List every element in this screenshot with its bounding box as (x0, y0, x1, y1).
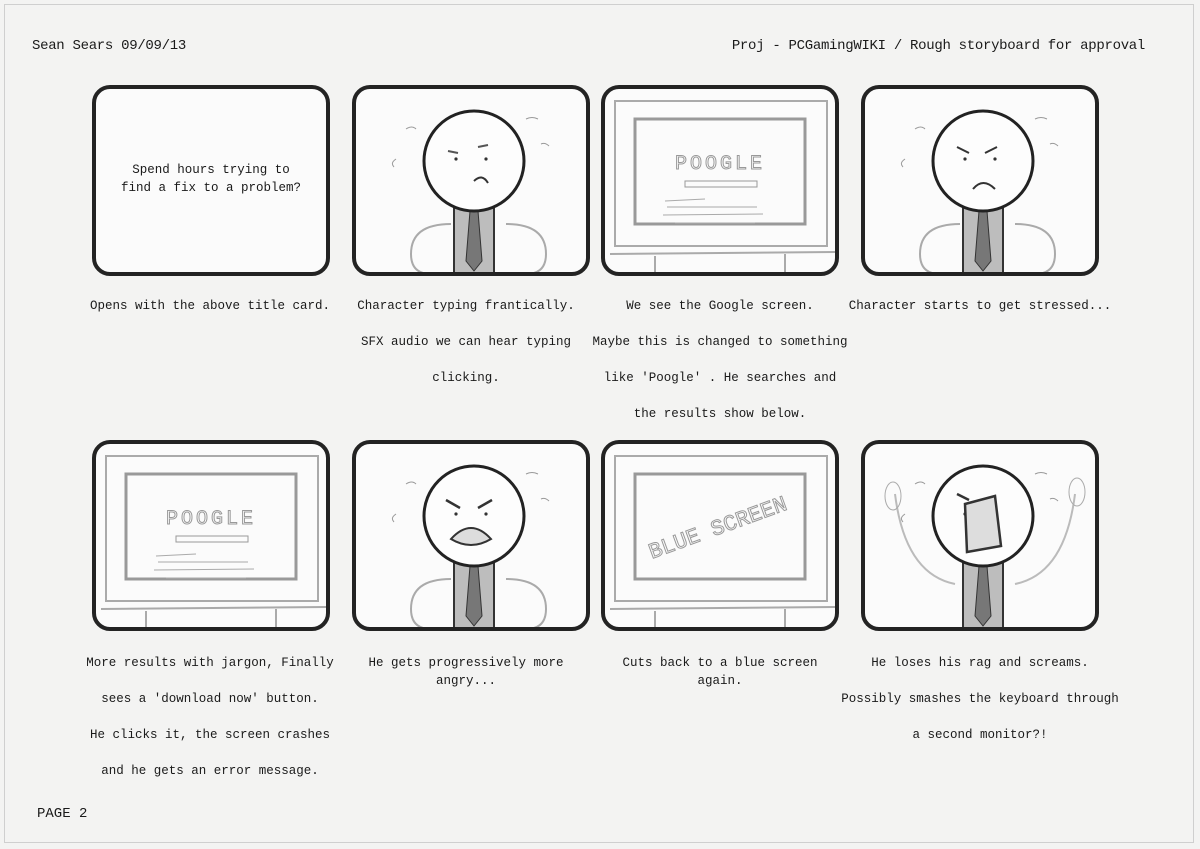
caption-line: like 'Poogle' . He searches and (603, 371, 837, 385)
caption-line: He gets progressively more (368, 656, 564, 670)
character-sketch (884, 464, 1086, 627)
caption-line: sees a 'download now' button. (101, 692, 319, 706)
storyboard-panel-6 (352, 440, 590, 631)
storyboard-panel-3: POOGLE (601, 85, 839, 276)
caption-line: SFX audio we can hear typing (360, 335, 572, 349)
screen-text: POOGLE (675, 153, 765, 176)
title-line: Spend hours trying to (132, 163, 290, 177)
panel-caption: We see the Google screen. Maybe this is c… (580, 297, 860, 441)
character-sketch (391, 109, 550, 272)
caption-line: again. (697, 674, 743, 688)
caption-line: He loses his rag and screams. (871, 656, 1089, 670)
author-date: Sean Sears 09/09/13 (32, 38, 186, 54)
caption-line: a second monitor?! (912, 728, 1048, 742)
title-card-text: Spend hours trying to find a fix to a pro… (96, 161, 326, 197)
storyboard-panel-8 (861, 440, 1099, 631)
caption-line: He clicks it, the screen crashes (89, 728, 331, 742)
page-frame (4, 4, 1194, 843)
project-title: Proj - PCGamingWIKI / Rough storyboard f… (731, 38, 1145, 54)
caption-line: We see the Google screen. (626, 299, 814, 313)
caption-line: More results with jargon, Finally (86, 656, 334, 670)
storyboard-panel-5: POOGLE (92, 440, 330, 631)
panel-caption: Character typing frantically. SFX audio w… (326, 297, 606, 405)
panel-caption: More results with jargon, Finally sees a … (70, 654, 350, 798)
caption-line: clicking. (432, 371, 500, 385)
panel-caption: Opens with the above title card. (70, 297, 350, 333)
storyboard-panel-4 (861, 85, 1099, 276)
panel-caption: He gets progressively more angry... (326, 654, 606, 690)
monitor-sketch: POOGLE (100, 455, 326, 627)
caption-line: Maybe this is changed to something (592, 335, 848, 349)
caption-line: Character starts to get stressed... (848, 299, 1112, 313)
monitor-sketch: POOGLE (609, 100, 835, 272)
screen-text: POOGLE (166, 508, 256, 531)
panel-caption: Character starts to get stressed... (840, 297, 1120, 333)
caption-line: Possibly smashes the keyboard through (841, 692, 1119, 706)
caption-line: Opens with the above title card. (89, 299, 331, 313)
storyboard-panel-2 (352, 85, 590, 276)
storyboard-panel-1: Spend hours trying to find a fix to a pro… (92, 85, 330, 276)
panel-caption: Cuts back to a blue screen again. (580, 654, 860, 690)
caption-line: angry... (435, 674, 496, 688)
monitor-sketch: BLUE SCREEN (609, 455, 835, 627)
caption-line: and he gets an error message. (101, 764, 319, 778)
character-sketch (900, 109, 1059, 272)
caption-line: Cuts back to a blue screen (622, 656, 818, 670)
panel-caption: He loses his rag and screams. Possibly sm… (840, 654, 1120, 762)
caption-line: the results show below. (633, 407, 807, 421)
caption-line: Character typing frantically. (357, 299, 575, 313)
screen-text: BLUE SCREEN (646, 492, 791, 565)
page-number: PAGE 2 (37, 806, 88, 822)
character-sketch (391, 464, 550, 627)
title-line: find a fix to a problem? (120, 181, 302, 195)
storyboard-panel-7: BLUE SCREEN (601, 440, 839, 631)
